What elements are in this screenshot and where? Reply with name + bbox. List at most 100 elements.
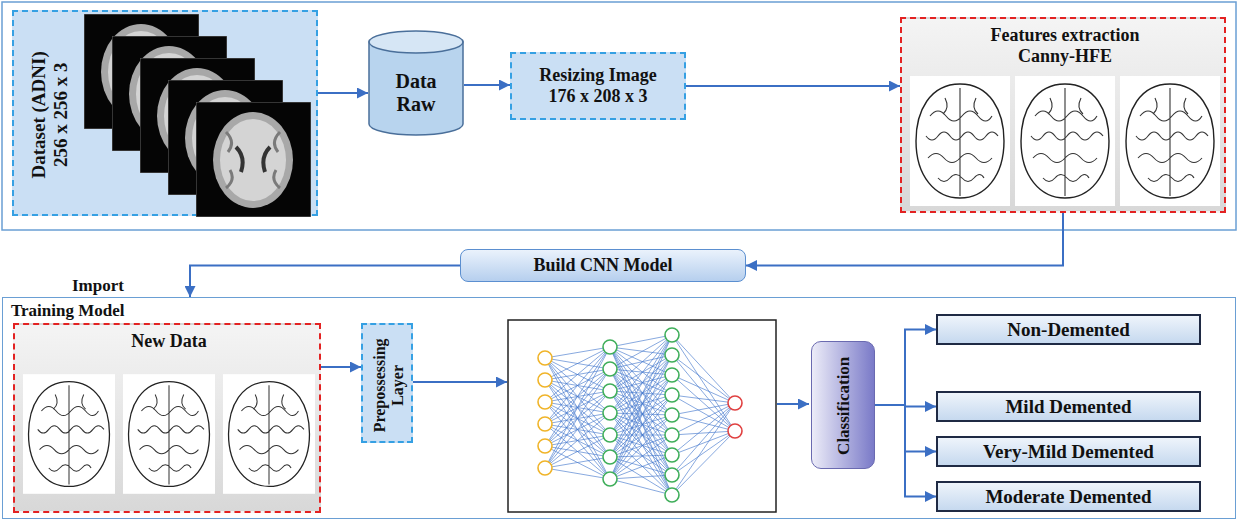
network-link bbox=[545, 435, 610, 468]
class-box: Very-Mild Demented bbox=[936, 436, 1201, 467]
edge-image bbox=[23, 374, 115, 494]
network-link bbox=[610, 347, 672, 475]
layer-box: Prepossessing Layer bbox=[361, 323, 413, 443]
node-text: Non-Demented bbox=[1007, 319, 1129, 341]
node-text: 176 x 208 x 3 bbox=[549, 86, 648, 107]
class-box: Moderate Demented bbox=[936, 481, 1201, 512]
classifier-box: Classification bbox=[811, 341, 875, 469]
network-link bbox=[610, 395, 672, 435]
flow-label: Import bbox=[72, 276, 124, 296]
top-panel bbox=[2, 2, 1236, 230]
flow-arrow bbox=[686, 85, 900, 87]
network-link bbox=[610, 395, 672, 457]
cylinder-body bbox=[369, 42, 463, 135]
network-link bbox=[672, 355, 735, 431]
node-text: New Data bbox=[69, 331, 269, 352]
network-link bbox=[545, 413, 610, 468]
flow-arrow bbox=[318, 92, 368, 94]
node-text: Very-Mild Demented bbox=[983, 441, 1154, 463]
network-link bbox=[672, 395, 735, 403]
network-link bbox=[672, 431, 735, 475]
network-link bbox=[672, 403, 735, 495]
database-cylinder: Data Raw bbox=[368, 30, 464, 136]
network-link bbox=[610, 415, 672, 457]
network-link bbox=[610, 435, 672, 495]
network-frame bbox=[508, 320, 776, 512]
network-link bbox=[610, 335, 672, 391]
class-box: Non-Demented bbox=[936, 314, 1201, 345]
network-link bbox=[545, 424, 610, 479]
network-link bbox=[610, 413, 672, 495]
cylinder-top bbox=[369, 31, 463, 53]
network-link bbox=[672, 375, 735, 403]
network-link bbox=[545, 347, 610, 358]
network-link bbox=[610, 355, 672, 479]
network-link bbox=[610, 391, 672, 435]
network-neuron bbox=[538, 373, 552, 387]
network-link bbox=[545, 446, 610, 479]
edge-images bbox=[15, 325, 323, 515]
network-link bbox=[610, 415, 672, 479]
network-neuron bbox=[665, 368, 679, 382]
node-text: Training Model bbox=[11, 301, 125, 321]
network-neuron bbox=[603, 472, 617, 486]
network-link bbox=[545, 347, 610, 380]
network-neuron bbox=[538, 439, 552, 453]
network-link bbox=[610, 479, 672, 495]
network-neuron bbox=[603, 450, 617, 464]
flow-arrow bbox=[321, 366, 361, 368]
network-link bbox=[672, 395, 735, 431]
network-link bbox=[545, 402, 610, 479]
network-neuron bbox=[665, 388, 679, 402]
network-link bbox=[610, 375, 672, 391]
feature-box: Features extraction Canny-HFE bbox=[900, 17, 1226, 213]
network-link bbox=[610, 435, 672, 457]
flow-arrow bbox=[875, 330, 936, 406]
edge-image bbox=[1015, 76, 1115, 206]
node-text: Data Raw bbox=[381, 70, 451, 116]
flow-arrow bbox=[190, 266, 460, 298]
network-link bbox=[545, 347, 610, 468]
network-neuron bbox=[665, 488, 679, 502]
training-panel: Training Model New Data Prepossessing Lay… bbox=[2, 297, 1236, 519]
network-link bbox=[545, 391, 610, 468]
network-link bbox=[545, 347, 610, 424]
node-text: Features extraction Canny-HFE bbox=[960, 25, 1170, 66]
network-neuron bbox=[538, 461, 552, 475]
node-text: Dataset (ADNI) 256 x 256 x 3 bbox=[28, 40, 72, 190]
network-link bbox=[545, 468, 610, 479]
dataset-box: Dataset (ADNI) 256 x 256 x 3 bbox=[12, 10, 318, 216]
network-link bbox=[672, 375, 735, 431]
process-box: Resizing Image176 x 208 x 3 bbox=[510, 52, 686, 120]
network-link bbox=[672, 403, 735, 435]
network-link bbox=[610, 335, 672, 347]
network-link bbox=[672, 431, 735, 455]
network-link bbox=[545, 369, 610, 468]
edge-image bbox=[223, 374, 315, 494]
network-link bbox=[610, 369, 672, 495]
network-link bbox=[545, 347, 610, 446]
network-link bbox=[672, 403, 735, 455]
network-link bbox=[545, 347, 610, 402]
network-link bbox=[610, 355, 672, 435]
network-neuron bbox=[538, 351, 552, 365]
network-neuron bbox=[728, 396, 742, 410]
network-neuron bbox=[665, 428, 679, 442]
network-link bbox=[545, 457, 610, 468]
network-link bbox=[610, 335, 672, 435]
network-link bbox=[610, 435, 672, 479]
edge-image bbox=[1120, 76, 1220, 206]
network-neuron bbox=[665, 468, 679, 482]
network-link bbox=[610, 375, 672, 479]
network-link bbox=[610, 435, 672, 436]
node-text: Mild Demented bbox=[1005, 396, 1131, 418]
network-neuron bbox=[665, 328, 679, 342]
edge-image bbox=[910, 76, 1010, 206]
network-neuron bbox=[538, 395, 552, 409]
network-neuron bbox=[665, 408, 679, 422]
network-link bbox=[610, 395, 672, 479]
network-link bbox=[672, 431, 735, 495]
network-neuron bbox=[728, 424, 742, 438]
network-link bbox=[545, 358, 610, 479]
class-box: Mild Demented bbox=[936, 391, 1201, 422]
